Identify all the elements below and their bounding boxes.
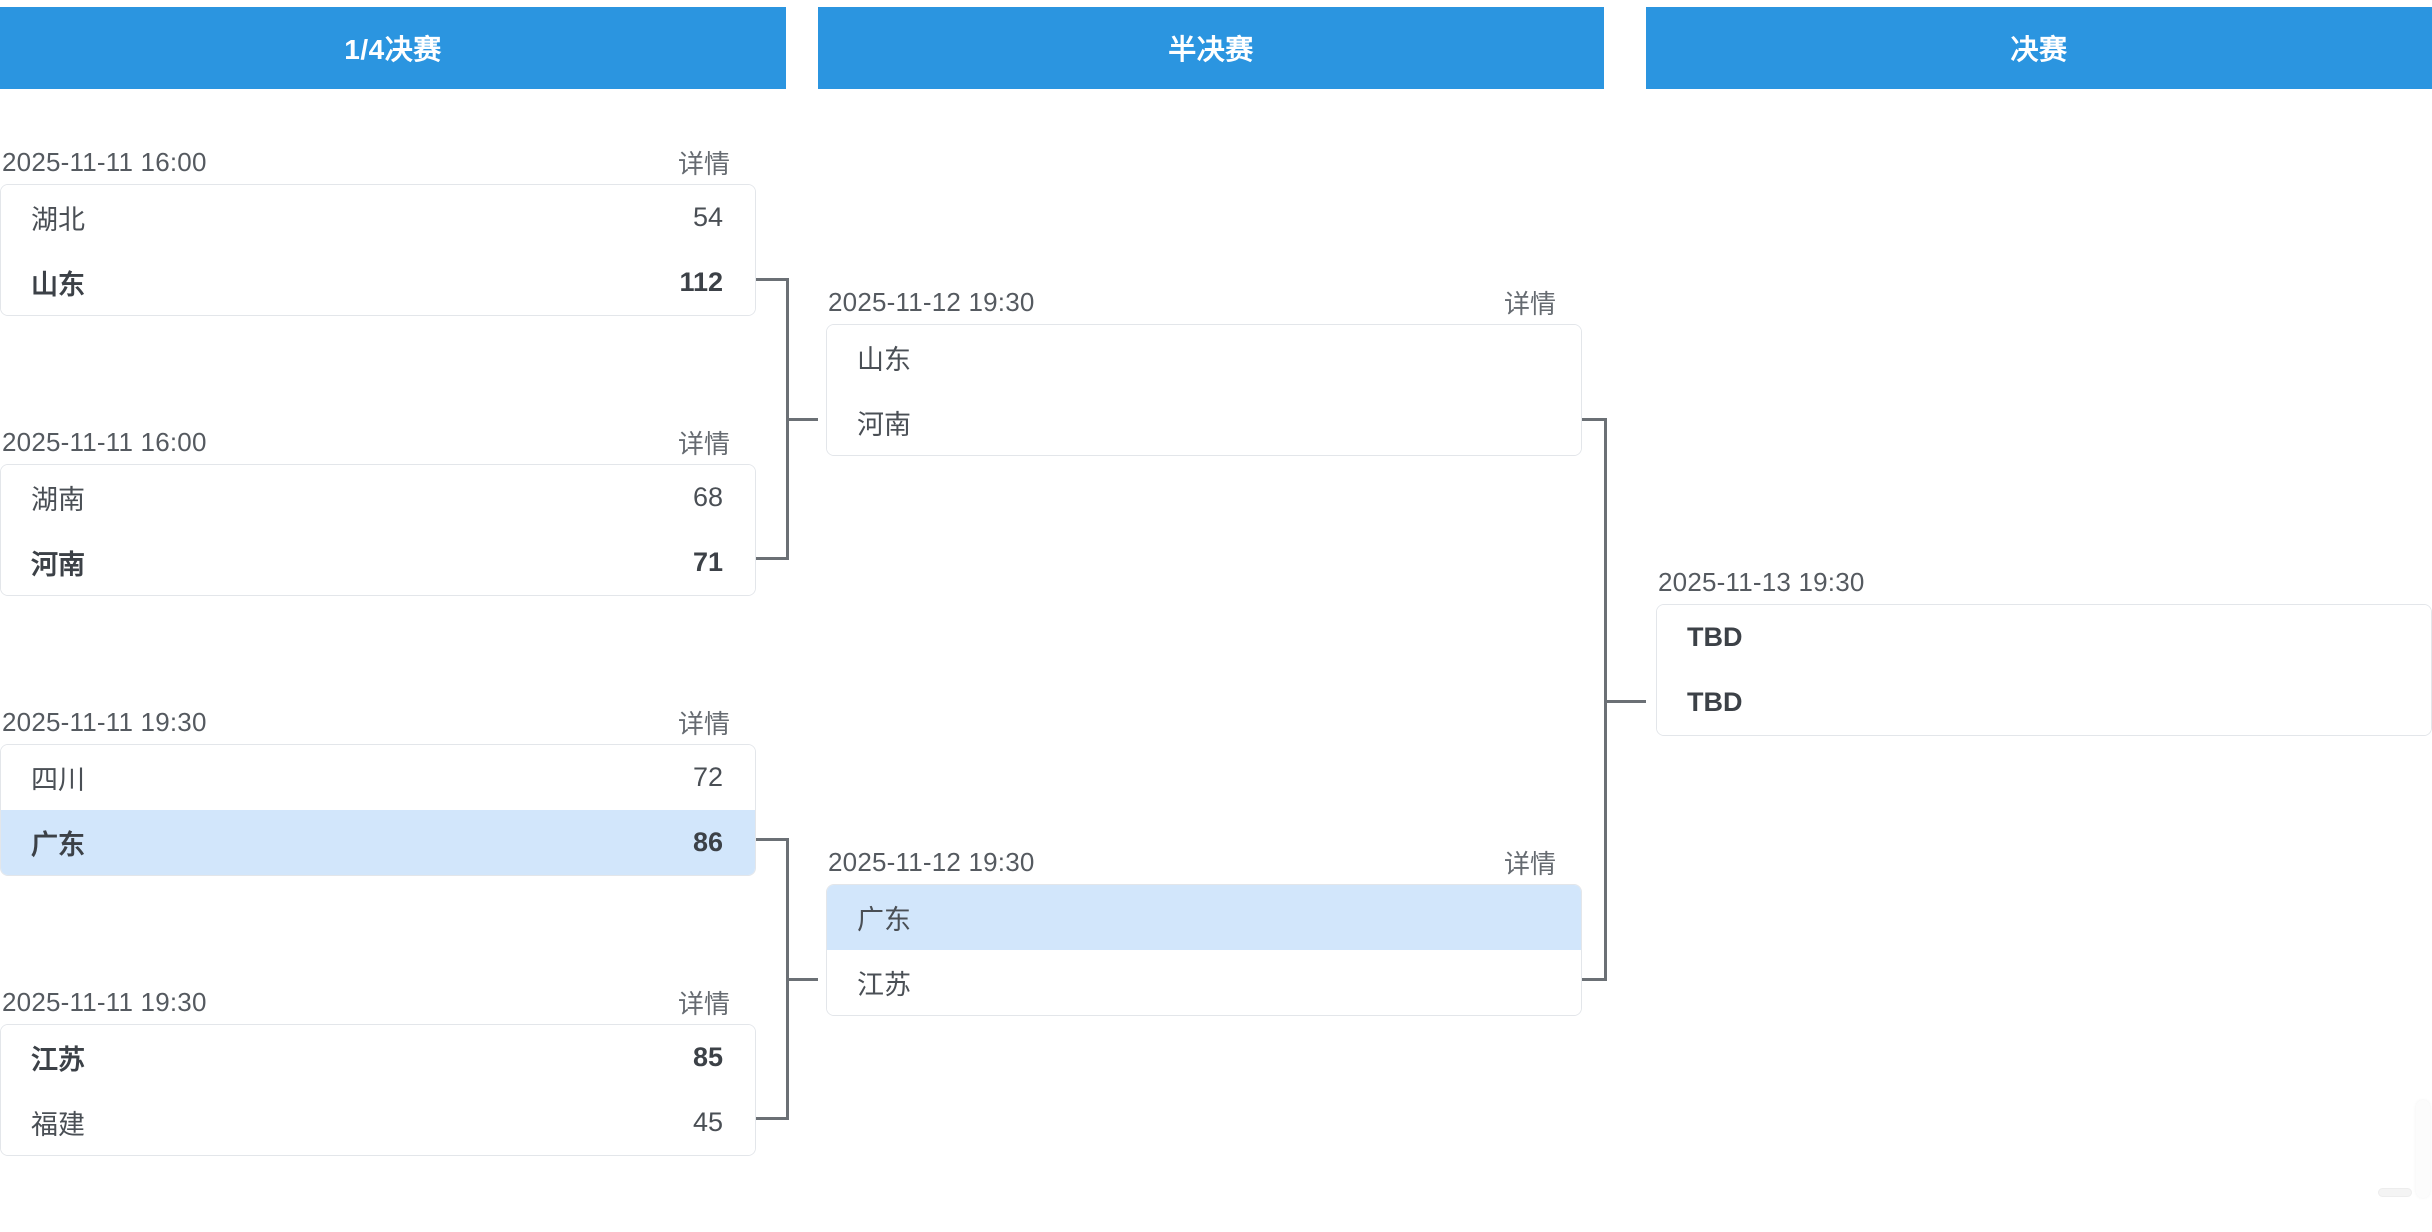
team-score: 112 bbox=[679, 267, 723, 297]
match-details-link[interactable]: 详情 bbox=[677, 708, 730, 739]
round-header-final: 决赛 bbox=[1646, 7, 2432, 89]
team-name: 山东 bbox=[857, 345, 911, 375]
connector-sf2-stub bbox=[1574, 978, 1606, 981]
match-card-final[interactable]: 2025-11-13 19:30 TBD TBD bbox=[1656, 560, 2432, 736]
match-meta: 2025-11-12 19:30 详情 bbox=[826, 280, 1582, 324]
match-card-qf-2[interactable]: 2025-11-11 16:00 详情 湖南 68 河南 71 bbox=[0, 420, 756, 596]
team-name: TBD bbox=[1687, 622, 1743, 652]
team-score: 85 bbox=[692, 1042, 723, 1072]
team-name: 广东 bbox=[857, 905, 911, 935]
team-name: 河南 bbox=[857, 410, 911, 440]
match-time: 2025-11-11 19:30 bbox=[2, 706, 207, 737]
match-time: 2025-11-11 19:30 bbox=[2, 986, 207, 1017]
team-row[interactable]: 山东 bbox=[827, 325, 1581, 390]
team-row[interactable]: 江苏 bbox=[827, 950, 1581, 1015]
team-name: 四川 bbox=[31, 765, 85, 795]
match-meta: 2025-11-11 19:30 详情 bbox=[0, 980, 756, 1024]
team-score: 86 bbox=[692, 827, 723, 857]
team-row[interactable]: 河南 bbox=[827, 390, 1581, 455]
connector-qf1-stub bbox=[756, 278, 788, 281]
match-card-qf-4[interactable]: 2025-11-11 19:30 详情 江苏 85 福建 45 bbox=[0, 980, 756, 1156]
connector-sf1-stub bbox=[1574, 418, 1606, 421]
match-details-link[interactable]: 详情 bbox=[677, 428, 730, 459]
connector-final-out bbox=[1604, 700, 1646, 703]
connector-qf4-stub bbox=[756, 1117, 788, 1120]
team-name: 江苏 bbox=[31, 1045, 85, 1075]
match-teams: 湖北 54 山东 112 bbox=[0, 184, 756, 316]
match-teams: 江苏 85 福建 45 bbox=[0, 1024, 756, 1156]
round-header-semifinals: 半决赛 bbox=[818, 7, 1604, 89]
team-row[interactable]: 福建 45 bbox=[1, 1090, 755, 1155]
match-time: 2025-11-11 16:00 bbox=[2, 146, 207, 177]
team-row[interactable]: 河南 71 bbox=[1, 530, 755, 595]
round-header-quarterfinals-label: 1/4决赛 bbox=[344, 34, 442, 65]
team-score: 71 bbox=[692, 547, 723, 577]
match-details-link[interactable]: 详情 bbox=[677, 148, 730, 179]
team-name: TBD bbox=[1687, 687, 1743, 717]
match-time: 2025-11-11 16:00 bbox=[2, 426, 207, 457]
match-teams: 四川 72 广东 86 bbox=[0, 744, 756, 876]
match-meta: 2025-11-13 19:30 bbox=[1656, 560, 2432, 604]
connector-qf3-stub bbox=[756, 838, 788, 841]
match-time: 2025-11-13 19:30 bbox=[1658, 566, 1865, 597]
team-name: 江苏 bbox=[857, 970, 911, 1000]
match-card-sf-2[interactable]: 2025-11-12 19:30 详情 广东 江苏 bbox=[826, 840, 1582, 1016]
team-name: 山东 bbox=[31, 270, 85, 300]
match-details-link[interactable]: 详情 bbox=[1503, 848, 1556, 879]
horizontal-scrollbar-thumb[interactable] bbox=[2378, 1188, 2412, 1197]
team-row[interactable]: 四川 72 bbox=[1, 745, 755, 810]
team-row[interactable]: 山东 112 bbox=[1, 250, 755, 315]
match-card-sf-1[interactable]: 2025-11-12 19:30 详情 山东 河南 bbox=[826, 280, 1582, 456]
match-time: 2025-11-12 19:30 bbox=[828, 846, 1035, 877]
match-details-link[interactable]: 详情 bbox=[677, 988, 730, 1019]
match-teams: 湖南 68 河南 71 bbox=[0, 464, 756, 596]
team-name: 广东 bbox=[31, 830, 85, 860]
round-header-semifinals-label: 半决赛 bbox=[1168, 34, 1254, 65]
team-row[interactable]: 湖南 68 bbox=[1, 465, 755, 530]
match-teams: TBD TBD bbox=[1656, 604, 2432, 736]
match-details-link[interactable]: 详情 bbox=[1503, 288, 1556, 319]
match-teams: 广东 江苏 bbox=[826, 884, 1582, 1016]
round-header-quarterfinals: 1/4决赛 bbox=[0, 7, 786, 89]
match-teams: 山东 河南 bbox=[826, 324, 1582, 456]
match-time: 2025-11-12 19:30 bbox=[828, 286, 1035, 317]
match-card-qf-1[interactable]: 2025-11-11 16:00 详情 湖北 54 山东 112 bbox=[0, 140, 756, 316]
match-meta: 2025-11-11 16:00 详情 bbox=[0, 140, 756, 184]
team-row[interactable]: 湖北 54 bbox=[1, 185, 755, 250]
vertical-scrollbar-thumb[interactable] bbox=[2416, 1100, 2430, 1198]
team-row[interactable]: 江苏 85 bbox=[1, 1025, 755, 1090]
match-card-qf-3[interactable]: 2025-11-11 19:30 详情 四川 72 广东 86 bbox=[0, 700, 756, 876]
connector-sf1-out bbox=[786, 418, 818, 421]
team-score: 54 bbox=[692, 202, 723, 232]
match-meta: 2025-11-11 19:30 详情 bbox=[0, 700, 756, 744]
team-row[interactable]: 广东 bbox=[827, 885, 1581, 950]
team-row[interactable]: 广东 86 bbox=[1, 810, 755, 875]
team-row[interactable]: TBD bbox=[1657, 670, 2431, 735]
team-score: 45 bbox=[692, 1107, 723, 1137]
connector-sf2-out bbox=[786, 978, 818, 981]
team-score: 68 bbox=[692, 482, 723, 512]
team-name: 湖南 bbox=[31, 485, 85, 515]
connector-final-vertical bbox=[1604, 418, 1607, 981]
match-meta: 2025-11-11 16:00 详情 bbox=[0, 420, 756, 464]
team-name: 福建 bbox=[31, 1110, 85, 1140]
match-meta: 2025-11-12 19:30 详情 bbox=[826, 840, 1582, 884]
round-header-final-label: 决赛 bbox=[2010, 34, 2068, 65]
team-name: 河南 bbox=[31, 550, 85, 580]
team-score: 72 bbox=[692, 762, 723, 792]
team-row[interactable]: TBD bbox=[1657, 605, 2431, 670]
connector-qf2-stub bbox=[756, 557, 788, 560]
team-name: 湖北 bbox=[31, 205, 85, 235]
